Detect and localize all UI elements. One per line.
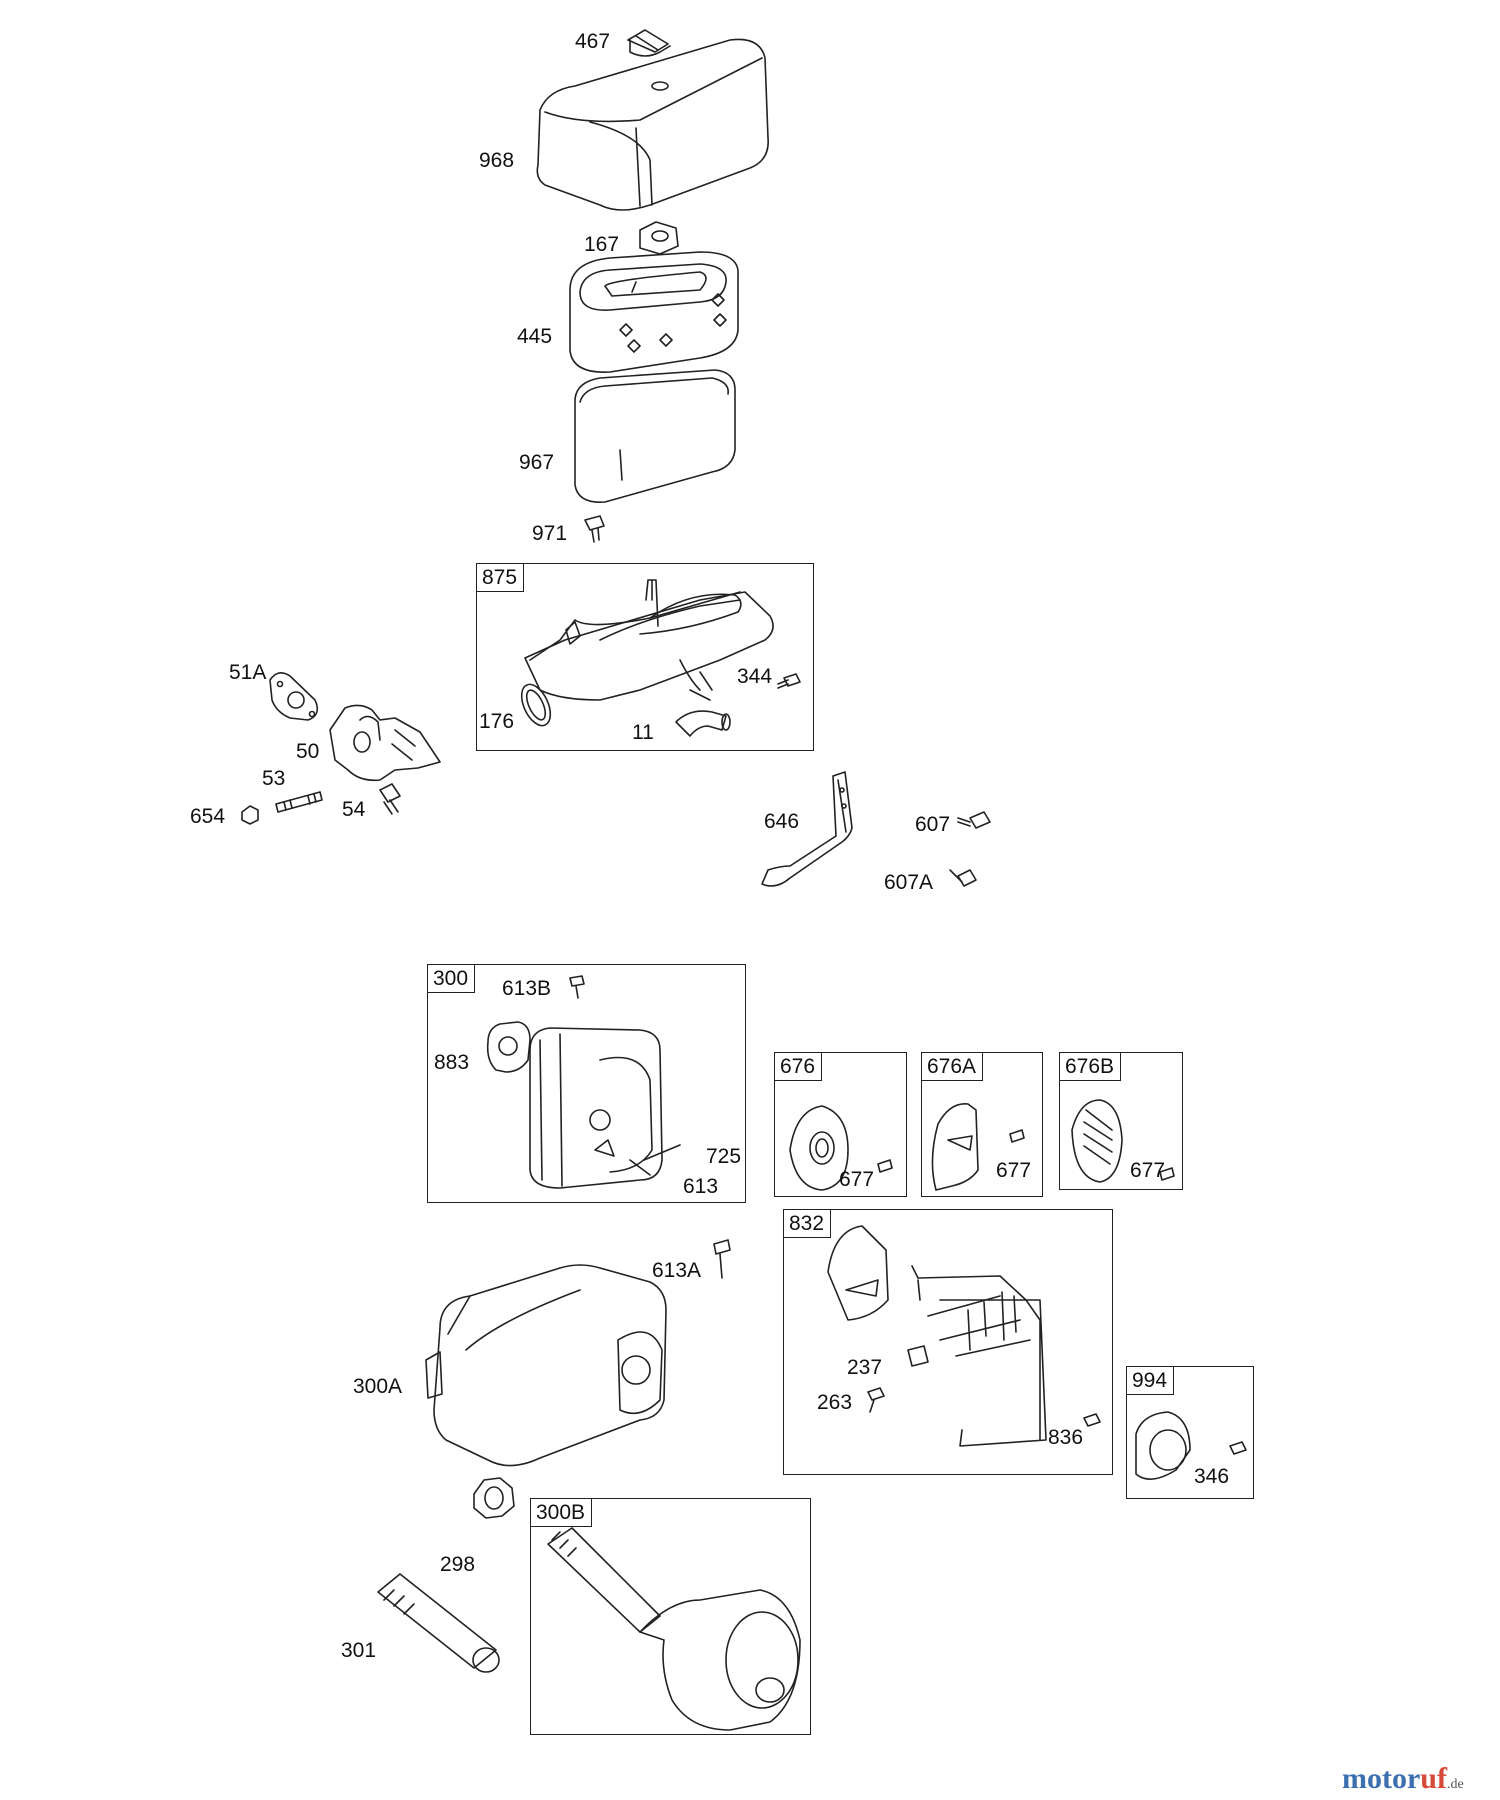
muffler-300-drawing: [529, 1027, 681, 1189]
callout-677-a: 677: [839, 1168, 875, 1191]
screw-344-drawing: [777, 673, 801, 689]
callout-677-c: 677: [1130, 1159, 1166, 1182]
pipe-301-drawing: [377, 1573, 500, 1673]
callout-967: 967: [519, 451, 555, 474]
box-676: 676: [774, 1052, 907, 1197]
callout-298: 298: [440, 1553, 476, 1576]
box-300B-tag: 300B: [531, 1499, 593, 1527]
base-875-drawing: [524, 579, 774, 701]
bracket-646-drawing: [761, 771, 853, 887]
callout-53: 53: [262, 767, 286, 790]
filter-445-drawing: [569, 251, 739, 373]
box-875: 875: [476, 563, 814, 751]
screw-607A-drawing: [949, 869, 977, 887]
callout-613A: 613A: [652, 1259, 702, 1282]
box-300-tag: 300: [428, 965, 476, 993]
box-994: 994: [1126, 1366, 1254, 1499]
callout-167: 167: [584, 233, 620, 256]
callout-11: 11: [632, 721, 654, 744]
lockwasher-298-drawing: [473, 1477, 515, 1519]
knob-467-drawing: [627, 29, 671, 57]
callout-613: 613: [683, 1175, 719, 1198]
watermark-suffix: .de: [1446, 1777, 1464, 1792]
guard-676-drawing: [789, 1105, 893, 1191]
callout-300A: 300A: [353, 1375, 403, 1398]
watermark-accent: uf: [1420, 1762, 1447, 1795]
callout-836: 836: [1048, 1426, 1084, 1449]
callout-445: 445: [517, 325, 553, 348]
callout-613B: 613B: [502, 977, 552, 1000]
watermark-logo: motoruf.de: [1342, 1762, 1464, 1796]
air-cleaner-cover-968: [536, 38, 769, 211]
box-676B-tag: 676B: [1060, 1053, 1122, 1081]
callout-467: 467: [575, 30, 611, 53]
tailpipe-muffler-300B-drawing: [547, 1527, 801, 1731]
box-832-tag: 832: [784, 1210, 832, 1238]
box-676A-tag: 676A: [922, 1053, 984, 1081]
gasket-883-drawing: [486, 1021, 531, 1073]
box-875-tag: 875: [477, 564, 525, 592]
gasket-176-drawing: [520, 683, 552, 727]
callout-677-b: 677: [996, 1159, 1032, 1182]
callout-346: 346: [1194, 1465, 1230, 1488]
screw-971-drawing: [584, 515, 605, 543]
guard-676A-drawing: [931, 1103, 1025, 1191]
adapter-50-drawing: [329, 704, 441, 782]
callout-344: 344: [737, 665, 773, 688]
box-676-tag: 676: [775, 1053, 823, 1081]
callout-971: 971: [532, 522, 568, 545]
screw-613A-drawing: [713, 1239, 731, 1279]
box-676A: 676A: [921, 1052, 1043, 1197]
callout-654: 654: [190, 805, 226, 828]
callout-301: 301: [341, 1639, 377, 1662]
stud-53-drawing: [275, 791, 323, 813]
nut-654-drawing: [241, 805, 259, 825]
screw-607-drawing: [957, 811, 991, 829]
guard-676B-drawing: [1071, 1099, 1175, 1183]
callout-176: 176: [479, 710, 515, 733]
pre-cleaner-967-drawing: [574, 369, 736, 503]
callout-263: 263: [817, 1391, 853, 1414]
spark-arrester-832-drawing: [827, 1225, 1101, 1447]
box-832: 832: [783, 1209, 1113, 1475]
screw-613B-drawing: [569, 975, 585, 999]
box-300: 300: [427, 964, 746, 1203]
callout-50: 50: [296, 740, 320, 763]
gasket-51A-drawing: [269, 672, 319, 721]
callout-54: 54: [342, 798, 366, 821]
callout-607: 607: [915, 813, 951, 836]
spark-arrester-994-drawing: [1135, 1411, 1247, 1480]
callout-725: 725: [706, 1145, 742, 1168]
nut-167-drawing: [639, 221, 679, 255]
breather-tube-11-drawing: [675, 710, 731, 737]
callout-646: 646: [764, 810, 800, 833]
callout-968: 968: [479, 149, 515, 172]
box-676B: 676B: [1059, 1052, 1183, 1190]
callout-607A: 607A: [884, 871, 934, 894]
callout-237: 237: [847, 1356, 883, 1379]
screw-54-drawing: [379, 783, 401, 815]
box-994-tag: 994: [1127, 1367, 1175, 1395]
callout-51A: 51A: [229, 661, 267, 684]
watermark-main: motor: [1342, 1762, 1421, 1795]
callout-883: 883: [434, 1051, 470, 1074]
box-300B: 300B: [530, 1498, 811, 1735]
muffler-300A-drawing: [425, 1264, 667, 1467]
